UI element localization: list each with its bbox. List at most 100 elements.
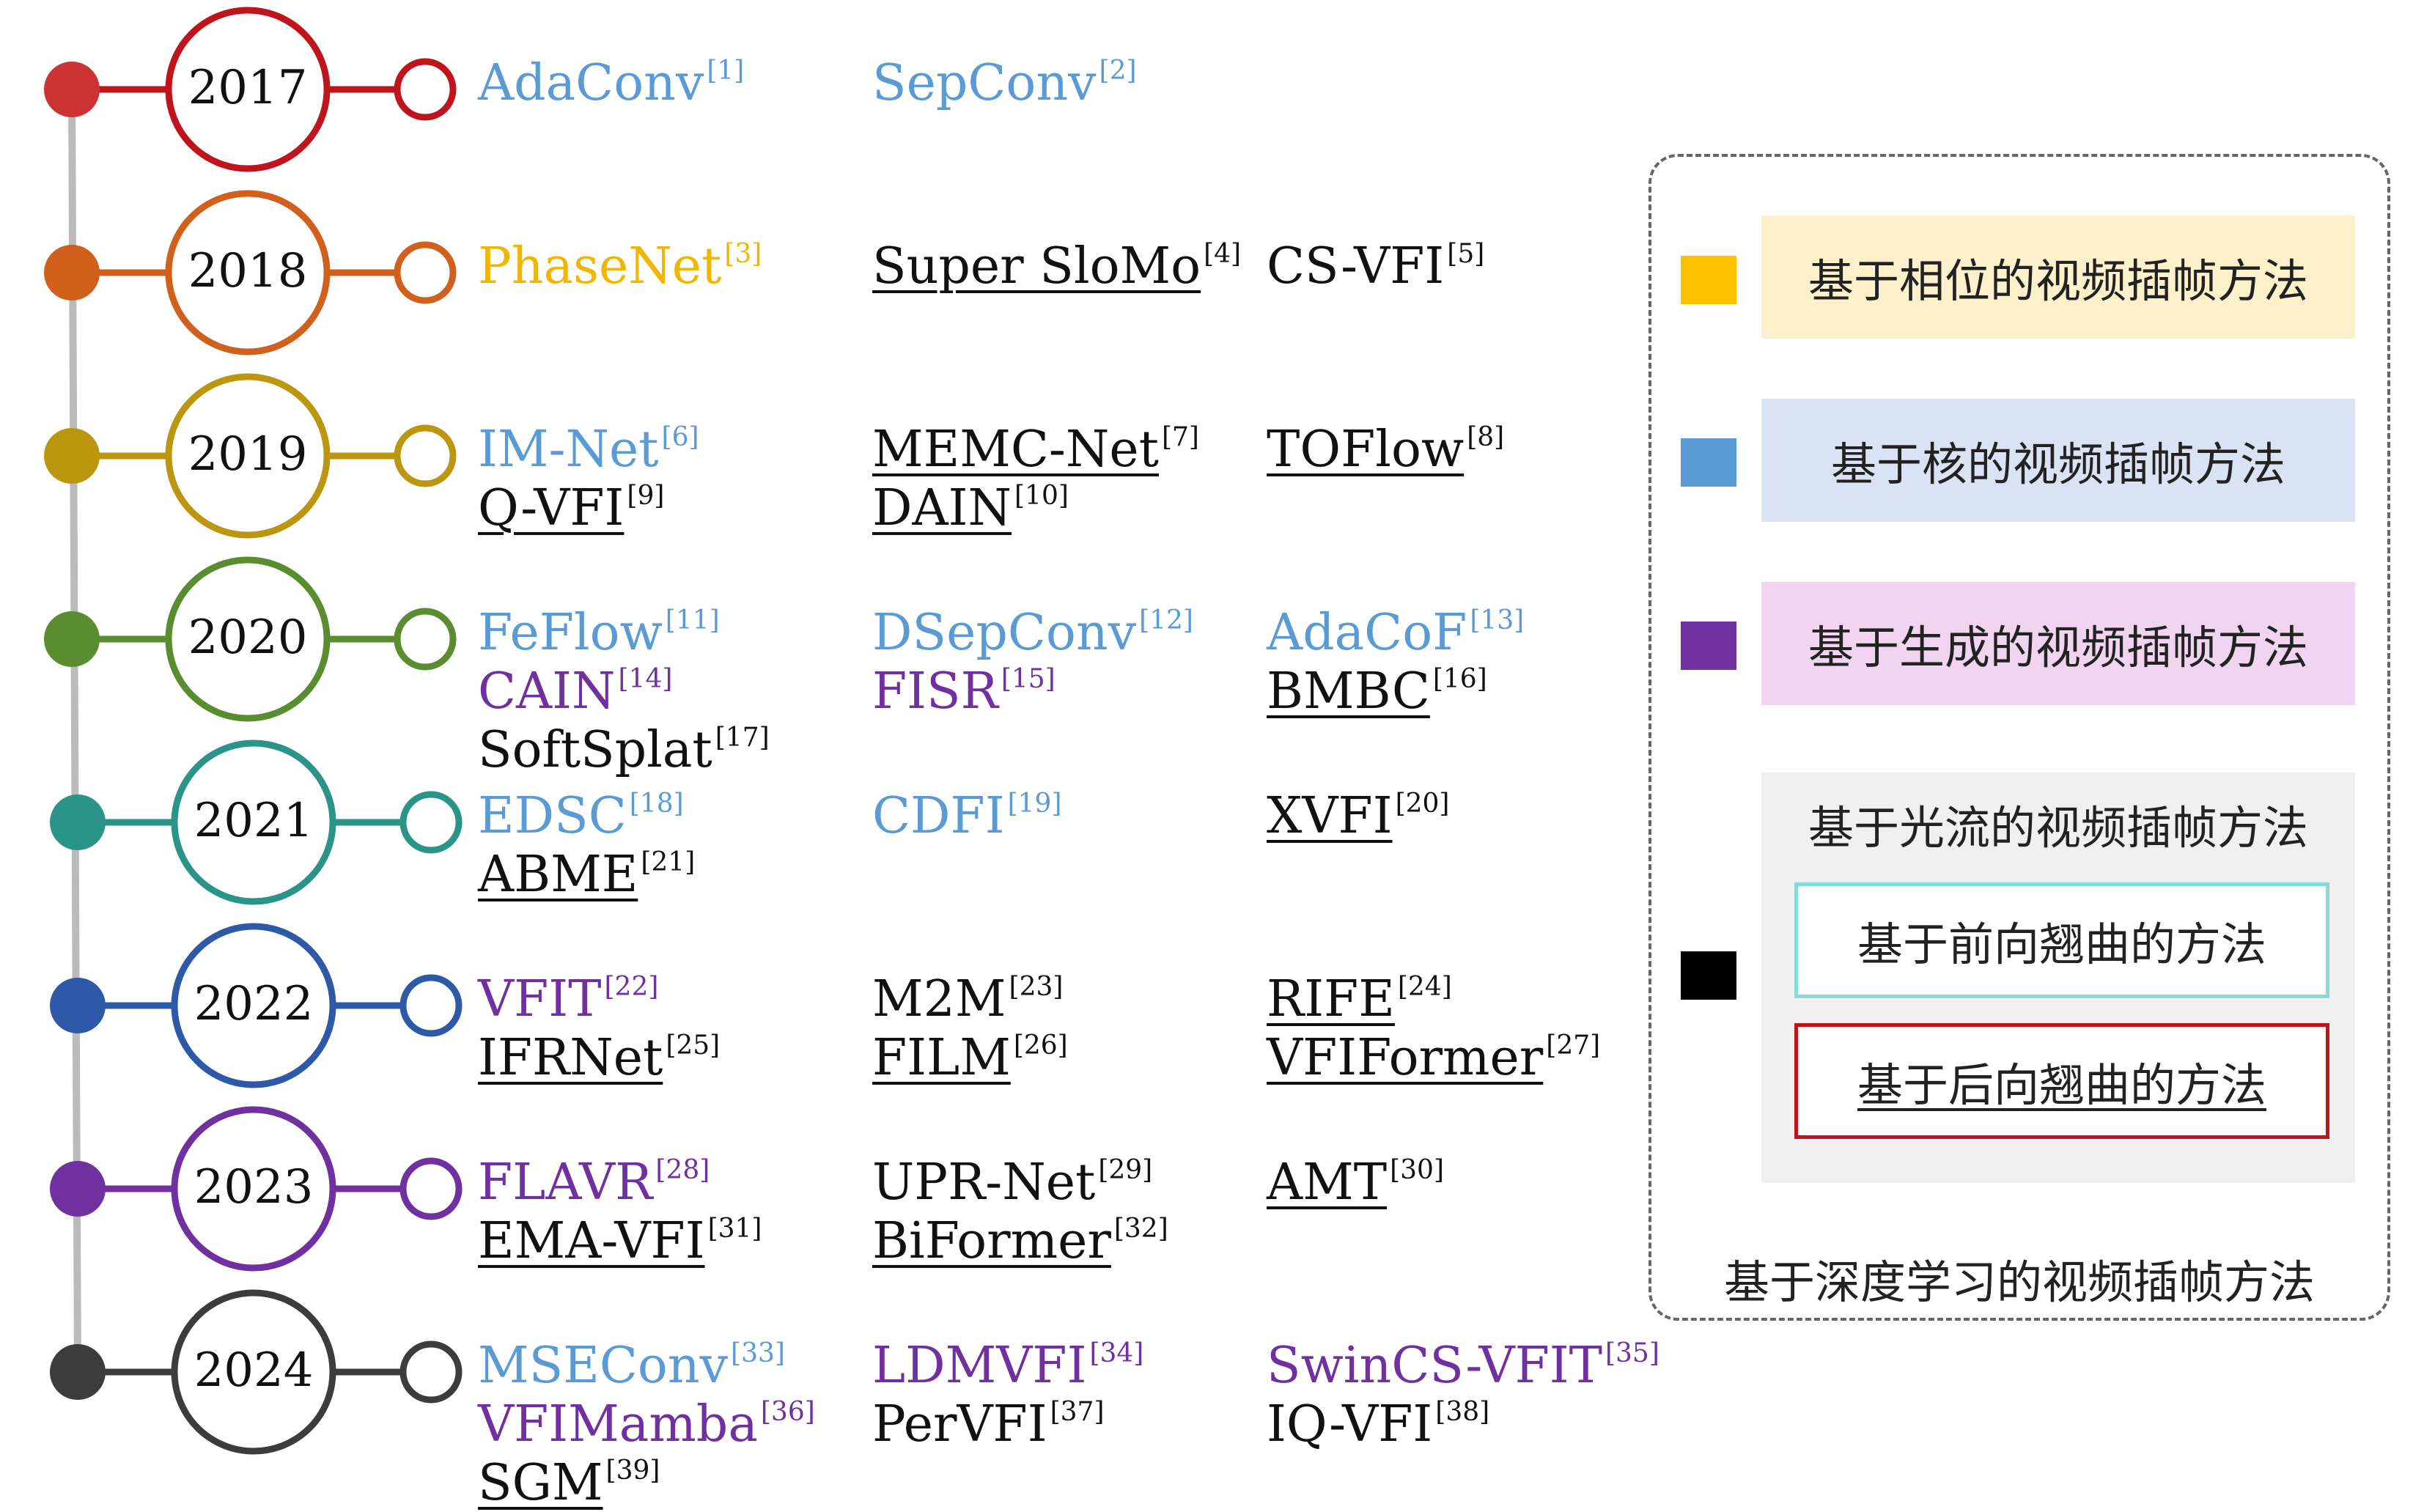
legend-band-generative: 基于生成的视频插帧方法 — [1761, 582, 2355, 705]
method-label: CS-VFI[5] — [1267, 239, 1485, 292]
year-dot-2020 — [44, 611, 100, 667]
legend-swatch-phase — [1681, 256, 1736, 304]
method-label: FILM[26] — [872, 1033, 1068, 1083]
method-ref: [16] — [1432, 664, 1487, 695]
method-ref: [11] — [665, 605, 720, 636]
method-name: MSEConv — [478, 1337, 729, 1395]
method-label: Super SloMo[4] — [872, 241, 1241, 292]
method-name: IM-Net — [478, 421, 659, 479]
method-label: SGM[39] — [478, 1458, 660, 1508]
method-ref: [25] — [666, 1030, 721, 1061]
legend-swatch-generative — [1681, 622, 1736, 670]
method-label: FeFlow[11] — [478, 608, 720, 658]
legend-label-forward-warping: 基于前向翘曲的方法 — [1857, 918, 2266, 971]
method-ref: [36] — [760, 1397, 815, 1428]
legend-forward-warping-box: 基于前向翘曲的方法 — [1794, 882, 2329, 998]
year-open-dot-2024 — [399, 1340, 463, 1404]
method-ref: [30] — [1390, 1155, 1444, 1186]
method-name: PhaseNet — [478, 237, 722, 295]
method-label: IM-Net[6] — [478, 422, 699, 475]
method-name: AdaConv — [478, 54, 704, 112]
method-name: FISR — [872, 663, 998, 720]
method-label: M2M[23] — [872, 972, 1064, 1025]
year-circle-2021 — [171, 740, 336, 905]
method-label: DAIN[10] — [872, 483, 1069, 534]
method-name: VFIMamba — [478, 1395, 758, 1453]
method-ref: [6] — [661, 422, 699, 453]
method-ref: [8] — [1467, 422, 1505, 453]
year-circle-2022 — [171, 923, 336, 1088]
method-ref: [23] — [1009, 972, 1064, 1003]
method-label: AMT[30] — [1267, 1155, 1444, 1208]
method-label: PhaseNet[3] — [478, 239, 762, 292]
method-name: EDSC — [478, 787, 627, 845]
method-ref: [39] — [605, 1456, 660, 1486]
method-name: UPR-Net — [872, 1154, 1096, 1212]
legend-label-flow: 基于光流的视频插帧方法 — [1808, 801, 2308, 855]
legend-label-kernel: 基于核的视频插帧方法 — [1830, 438, 2285, 491]
year-circle-2024 — [171, 1289, 336, 1455]
method-ref: [28] — [655, 1155, 710, 1186]
year-circle-2023 — [171, 1106, 336, 1272]
year-label-2020: 2020 — [188, 611, 308, 665]
method-label: CAIN[14] — [478, 666, 672, 717]
method-name: PerVFI — [872, 1395, 1047, 1453]
method-ref: [9] — [627, 481, 665, 512]
year-label-2019: 2019 — [188, 427, 308, 482]
method-name: SepConv — [872, 54, 1097, 112]
method-label: LDMVFI[34] — [872, 1340, 1143, 1391]
legend-swatch-flow — [1681, 951, 1736, 1000]
year-dot-2019 — [44, 428, 100, 484]
method-ref: [19] — [1007, 789, 1062, 819]
method-ref: [2] — [1099, 56, 1137, 86]
method-label: Q-VFI[9] — [478, 481, 665, 534]
year-label-2022: 2022 — [194, 977, 314, 1031]
year-open-dot-2022 — [399, 974, 463, 1037]
method-name: IQ-VFI — [1267, 1395, 1433, 1453]
method-ref: [13] — [1470, 605, 1525, 636]
method-name: MEMC-Net — [872, 421, 1159, 479]
method-name: SwinCS-VFIT — [1267, 1337, 1602, 1395]
method-label: SepConv[2] — [872, 56, 1137, 108]
method-label: ABME[21] — [478, 849, 695, 900]
method-name: CS-VFI — [1267, 237, 1445, 295]
year-dot-2024 — [50, 1344, 106, 1400]
method-label: VFIT[22] — [478, 972, 659, 1025]
method-name: IFRNet — [478, 1029, 663, 1087]
method-name: LDMVFI — [872, 1337, 1087, 1395]
method-label: TOFlow[8] — [1267, 422, 1505, 475]
year-circle-2017 — [165, 7, 331, 172]
method-ref: [5] — [1447, 239, 1485, 270]
method-label: AdaCoF[13] — [1267, 608, 1524, 658]
method-ref: [22] — [604, 972, 659, 1003]
method-ref: [1] — [707, 56, 745, 86]
method-name: Q-VFI — [478, 479, 625, 537]
year-label-2023: 2023 — [194, 1160, 314, 1214]
method-ref: [3] — [724, 239, 762, 270]
method-label: EDSC[18] — [478, 789, 684, 841]
method-label: PerVFI[37] — [872, 1397, 1105, 1450]
method-label: CDFI[19] — [872, 789, 1062, 841]
method-ref: [20] — [1395, 789, 1450, 819]
method-label: XVFI[20] — [1267, 789, 1450, 841]
method-ref: [12] — [1139, 605, 1193, 636]
method-label: EMA-VFI[31] — [478, 1216, 762, 1266]
year-dot-2021 — [50, 794, 106, 850]
method-ref: [18] — [629, 789, 684, 819]
method-label: BMBC[16] — [1267, 664, 1487, 717]
method-ref: [37] — [1050, 1397, 1105, 1428]
method-label: FLAVR[28] — [478, 1155, 710, 1208]
method-ref: [24] — [1397, 972, 1452, 1003]
year-label-2018: 2018 — [188, 244, 308, 298]
method-ref: [29] — [1098, 1155, 1153, 1186]
legend-swatch-kernel — [1681, 438, 1736, 487]
method-label: VFIMamba[36] — [478, 1397, 815, 1450]
method-name: M2M — [872, 970, 1006, 1028]
method-label: AdaConv[1] — [478, 56, 745, 108]
legend-band-flow: 基于光流的视频插帧方法 基于前向翘曲的方法 基于后向翘曲的方法 — [1761, 772, 2355, 1183]
legend-backward-warping-box: 基于后向翘曲的方法 — [1794, 1023, 2329, 1139]
method-name: BMBC — [1267, 663, 1430, 720]
year-dot-2018 — [44, 245, 100, 300]
year-dot-2023 — [50, 1161, 106, 1217]
